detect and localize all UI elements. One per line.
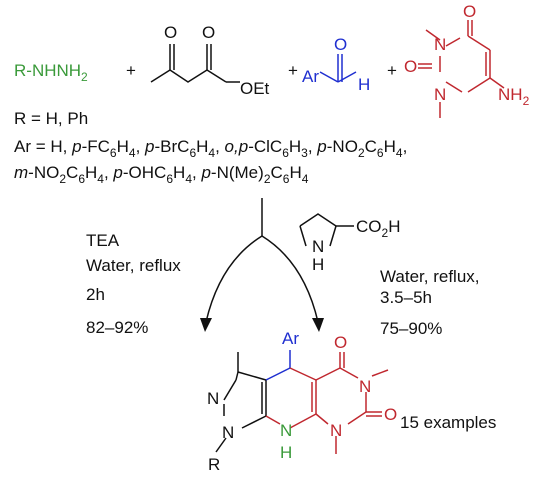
product-pyrimidine-ring (265, 352, 389, 454)
left-arrowhead (200, 318, 212, 332)
ketoester-o2: O (202, 23, 215, 42)
left-time: 2h (86, 285, 105, 304)
product-r: R (208, 455, 220, 474)
right-arrowhead (312, 318, 324, 332)
aldehyde-o: O (334, 35, 347, 54)
uracil-o-top: O (463, 2, 476, 21)
uracil-nh2: NH2 (498, 85, 530, 108)
aminouracil-structure (418, 20, 505, 118)
ethyl-acetoacetate-structure (150, 44, 240, 83)
ketoester-oet: OEt (240, 79, 270, 98)
product-o-right: O (384, 405, 397, 424)
product-nh: H (280, 443, 292, 462)
plus-sign-3: + (387, 61, 397, 80)
r-substituents: R = H, Ph (14, 109, 88, 128)
right-yield: 75–90% (380, 319, 442, 338)
left-yield: 82–92% (86, 318, 148, 337)
hydrazine-label: R-NHNH2 (14, 61, 88, 84)
ketoester-o1: O (164, 23, 177, 42)
proline-co2h: CO2H (356, 217, 400, 240)
left-solvent: Water, reflux (86, 256, 181, 275)
ar-substituents-line1: Ar = H, p-FC6H4, p-BrC6H4, o,p-ClC6H3, p… (14, 137, 407, 160)
product-ar: Ar (282, 329, 299, 348)
right-time: 3.5–5h (380, 288, 432, 307)
aldehyde-structure (319, 54, 357, 83)
uracil-o-left: O (404, 57, 417, 76)
aldehyde-h: H (358, 75, 370, 94)
right-solvent: Water, reflux, (380, 267, 480, 286)
plus-sign-1: + (126, 61, 136, 80)
product-o-top: O (334, 333, 347, 352)
uracil-n1: N (434, 35, 446, 54)
aldehyde-ar: Ar (302, 67, 319, 86)
product-n-top-right: N (359, 377, 371, 396)
left-catalyst: TEA (86, 231, 120, 250)
product-pyrazole-ring (215, 352, 267, 453)
product-n-mid: N (280, 421, 292, 440)
proline-n: N (312, 237, 324, 256)
uracil-n2: N (434, 85, 446, 104)
product-n-bottom: N (330, 421, 342, 440)
proline-structure (299, 213, 354, 247)
plus-sign-2: + (288, 61, 298, 80)
ar-substituents-line2: m-NO2C6H4, p-OHC6H4, p-N(Me)2C6H4 (14, 163, 309, 186)
product-n-pyrazole: N (207, 389, 219, 408)
proline-h: H (312, 255, 324, 274)
examples-count: 15 examples (400, 413, 496, 432)
product-n-r: N (222, 423, 234, 442)
product-middle-ring (265, 350, 291, 381)
branching-arrows (205, 198, 319, 323)
